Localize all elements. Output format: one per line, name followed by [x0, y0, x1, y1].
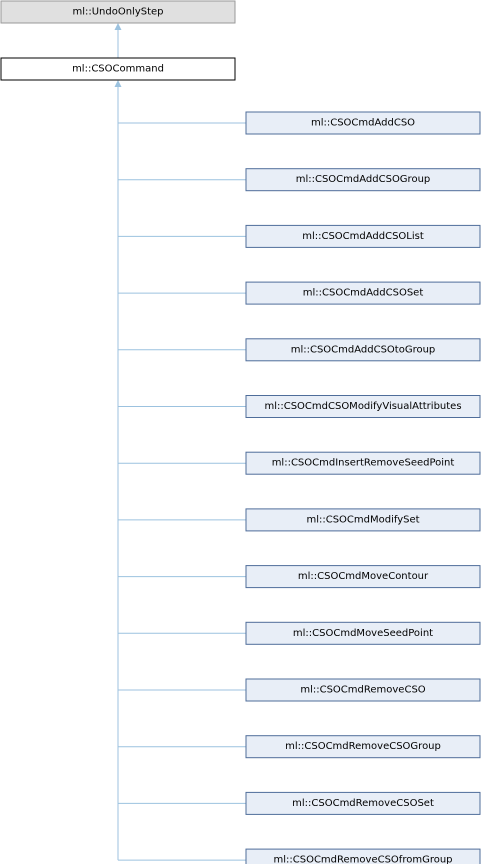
base-class-node[interactable]: ml::UndoOnlyStep	[0, 0, 236, 24]
derived-class-node[interactable]: ml::CSOCmdMoveSeedPoint	[245, 621, 481, 645]
derived-class-label: ml::CSOCmdRemoveCSOfromGroup	[273, 855, 452, 864]
derived-class-box	[245, 338, 481, 362]
derived-class-node[interactable]: ml::CSOCmdRemoveCSOSet	[245, 791, 481, 815]
derived-class-label: ml::CSOCmdRemoveCSOSet	[292, 798, 434, 809]
derived-class-label: ml::CSOCmdAddCSOList	[302, 231, 424, 242]
derived-class-box	[245, 678, 481, 702]
derived-class-box	[245, 224, 481, 248]
derived-class-box	[245, 735, 481, 759]
derived-class-label: ml::CSOCmdRemoveCSOGroup	[285, 741, 441, 752]
derived-class-label: ml::CSOCmdAddCSOSet	[303, 288, 424, 299]
derived-class-node[interactable]: ml::CSOCmdRemoveCSOGroup	[245, 735, 481, 759]
derived-class-box	[245, 791, 481, 815]
derived-class-box	[245, 565, 481, 589]
base-class-box	[0, 0, 236, 24]
derived-class-label: ml::CSOCmdMoveContour	[298, 571, 429, 582]
derived-class-label: ml::CSOCmdAddCSOtoGroup	[291, 344, 436, 355]
derived-class-node[interactable]: ml::CSOCmdAddCSOSet	[245, 281, 481, 305]
derived-class-box	[245, 281, 481, 305]
derived-class-box	[245, 111, 481, 135]
derived-class-box	[245, 508, 481, 532]
derived-class-node[interactable]: ml::CSOCmdRemoveCSOfromGroup	[245, 848, 481, 864]
derived-class-box	[245, 395, 481, 418]
derived-class-label: ml::CSOCmdCSOModifyVisualAttributes	[264, 401, 461, 412]
derived-class-label: ml::CSOCmdModifySet	[306, 514, 419, 525]
arrowhead-to-current	[114, 80, 122, 87]
base-class-label: ml::UndoOnlyStep	[72, 7, 163, 18]
derived-class-node[interactable]: ml::CSOCmdAddCSOtoGroup	[245, 338, 481, 362]
derived-class-node[interactable]: ml::CSOCmdAddCSO	[245, 111, 481, 135]
current-class-box	[0, 57, 236, 81]
derived-class-node[interactable]: ml::CSOCmdRemoveCSO	[245, 678, 481, 702]
current-class-label: ml::CSOCommand	[72, 64, 164, 75]
derived-class-box	[245, 848, 481, 864]
derived-class-label: ml::CSOCmdAddCSO	[311, 118, 415, 129]
inheritance-edges	[114, 23, 246, 861]
derived-class-box	[245, 621, 481, 645]
derived-class-label: ml::CSOCmdRemoveCSO	[300, 685, 425, 696]
derived-class-box	[245, 451, 481, 475]
derived-class-node[interactable]: ml::CSOCmdModifySet	[245, 508, 481, 532]
derived-class-node[interactable]: ml::CSOCmdAddCSOList	[245, 224, 481, 248]
derived-class-label: ml::CSOCmdAddCSOGroup	[296, 174, 431, 185]
derived-class-node[interactable]: ml::CSOCmdInsertRemoveSeedPoint	[245, 451, 481, 475]
derived-class-node[interactable]: ml::CSOCmdAddCSOGroup	[245, 168, 481, 192]
derived-class-label: ml::CSOCmdInsertRemoveSeedPoint	[272, 458, 455, 469]
derived-classes: ml::CSOCmdAddCSOml::CSOCmdAddCSOGroupml:…	[245, 111, 481, 864]
derived-class-node[interactable]: ml::CSOCmdMoveContour	[245, 565, 481, 589]
derived-class-box	[245, 168, 481, 192]
derived-class-node[interactable]: ml::CSOCmdCSOModifyVisualAttributes	[245, 395, 481, 418]
arrowhead-to-base	[114, 23, 122, 30]
current-class-node: ml::CSOCommand	[0, 57, 236, 81]
derived-class-label: ml::CSOCmdMoveSeedPoint	[293, 628, 433, 639]
